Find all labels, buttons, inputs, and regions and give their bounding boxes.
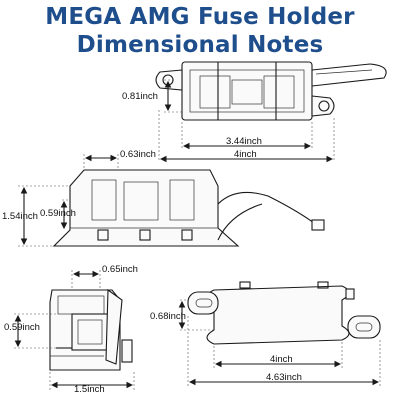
top-view-dimension-lines [158,79,335,163]
end-view-dimension-lines [14,268,135,390]
cover-view-height-label: 0.68inch [150,311,186,322]
end-view-drawing [49,288,133,371]
end-view-width-label: 1.5inch [74,384,105,395]
cover-view-length-label: 4.63inch [266,372,302,383]
title-line-2: Dimensional Notes [76,32,324,58]
top-view-inner-length-label: 3.44inch [226,136,262,147]
cover-view-dimension-lines [178,299,381,386]
side-view-drawing [52,169,325,247]
title-line-1: MEGA AMG Fuse Holder [45,4,355,30]
side-view-inner-height-label: 0.59inch [40,208,76,219]
cover-view-inner-length-label: 4inch [270,354,293,365]
cover-view-drawing [187,281,381,345]
end-view-height-label: 0.59inch [4,322,40,333]
top-view-length-label: 4inch [234,149,257,160]
side-view-dimension-lines [18,154,119,247]
top-view-drawing [155,61,387,121]
end-view-top-width-label: 0.65inch [102,264,138,275]
top-view-height-label: 0.81inch [122,91,158,102]
side-view-total-height-label: 1.54inch [2,211,38,222]
side-view-top-width-label: 0.63inch [120,149,156,160]
